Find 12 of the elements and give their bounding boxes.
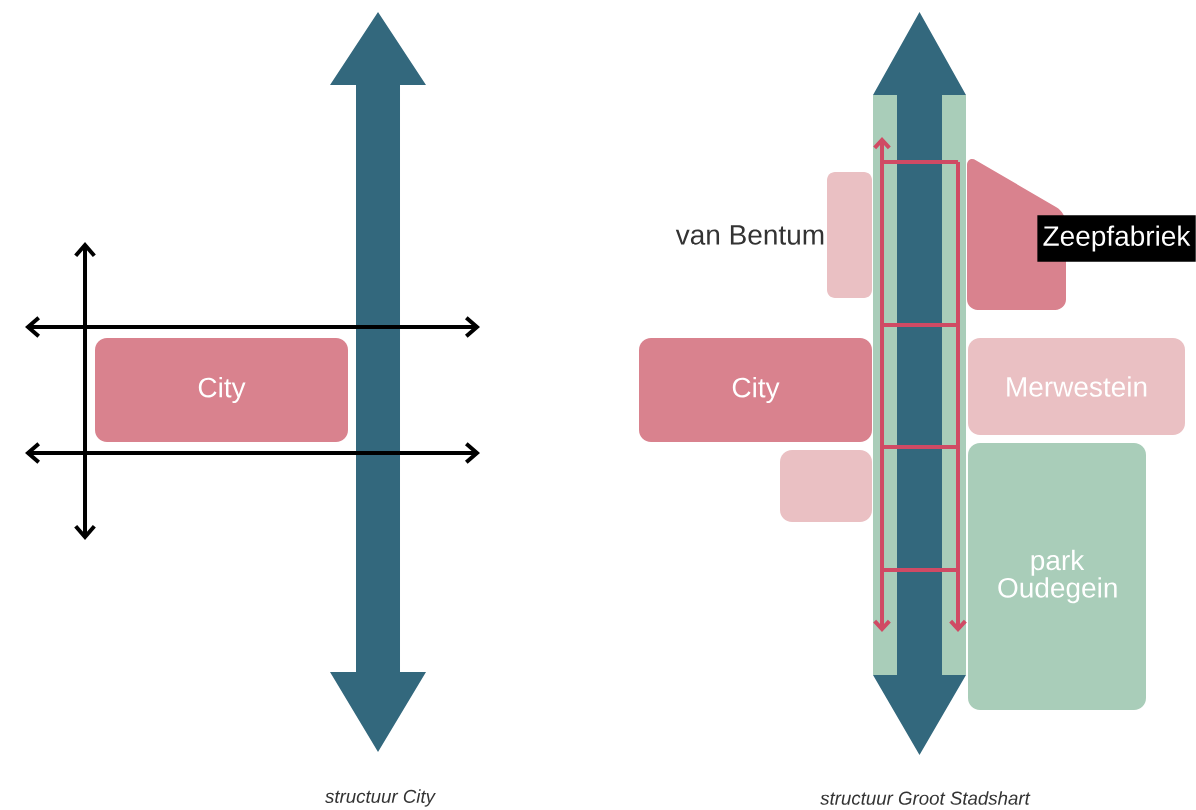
- district-block: [780, 450, 872, 522]
- node-label: Zeepfabriek: [1043, 225, 1191, 252]
- node-label: van Bentum: [675, 225, 824, 245]
- district-block: van Bentum: [675, 172, 872, 298]
- caption: structuur Groot Stadshart: [820, 791, 1031, 805]
- district-block: Zeepfabriek: [967, 159, 1196, 310]
- district-block: park Oudegein: [968, 443, 1146, 710]
- district-block: City: [95, 338, 348, 442]
- district-block: Merwestein: [968, 338, 1185, 435]
- node-label: park Oudegein: [998, 549, 1117, 604]
- caption: structuur City: [325, 789, 436, 807]
- district-block: City: [639, 338, 872, 442]
